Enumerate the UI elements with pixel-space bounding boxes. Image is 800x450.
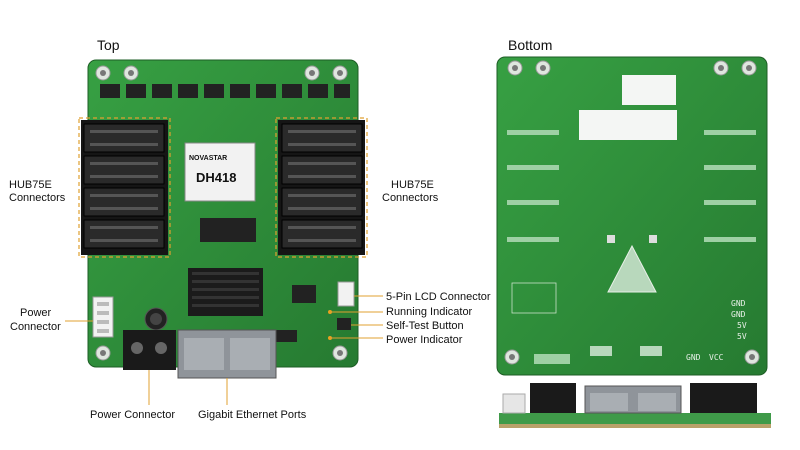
silk-gnd-2: GND (731, 310, 746, 319)
side-view-board (499, 383, 771, 428)
silk-5v-1: 5V (737, 321, 747, 330)
dh418-chip: NOVASTAR DH418 (184, 142, 256, 202)
silk-5v-2: 5V (737, 332, 747, 341)
hub75e-right-label-2: Connectors (382, 192, 439, 204)
hub75e-connectors-left (81, 120, 168, 255)
power-left-label-1: Power (20, 307, 52, 319)
hub75e-left-label-2: Connectors (9, 192, 66, 204)
hub75e-left-label-1: HUB75E (9, 179, 52, 191)
lcd-connector-label: 5-Pin LCD Connector (386, 291, 491, 303)
self-test-button-label: Self-Test Button (386, 320, 464, 332)
ethernet-ports-label: Gigabit Ethernet Ports (198, 409, 307, 421)
top-title: Top (97, 37, 120, 53)
bottom-board: GND GND 5V 5V GND VCC (496, 56, 768, 376)
silk-vcc: VCC (709, 353, 724, 362)
leader-lines-top (65, 295, 383, 405)
silk-gnd-3: GND (686, 353, 701, 362)
silk-gnd-1: GND (731, 299, 746, 308)
running-indicator-label: Running Indicator (386, 306, 473, 318)
bottom-title: Bottom (508, 37, 552, 53)
hub75e-connectors-right (278, 120, 365, 255)
power-connector-bottom-label: Power Connector (90, 409, 175, 421)
chip-brand: NOVASTAR (189, 155, 227, 162)
power-indicator-label: Power Indicator (386, 334, 463, 346)
power-left-label-2: Connector (10, 321, 61, 333)
chip-model: DH418 (196, 170, 236, 185)
top-board: NOVASTAR DH418 (78, 59, 368, 379)
hub75e-right-label-1: HUB75E (391, 179, 434, 191)
